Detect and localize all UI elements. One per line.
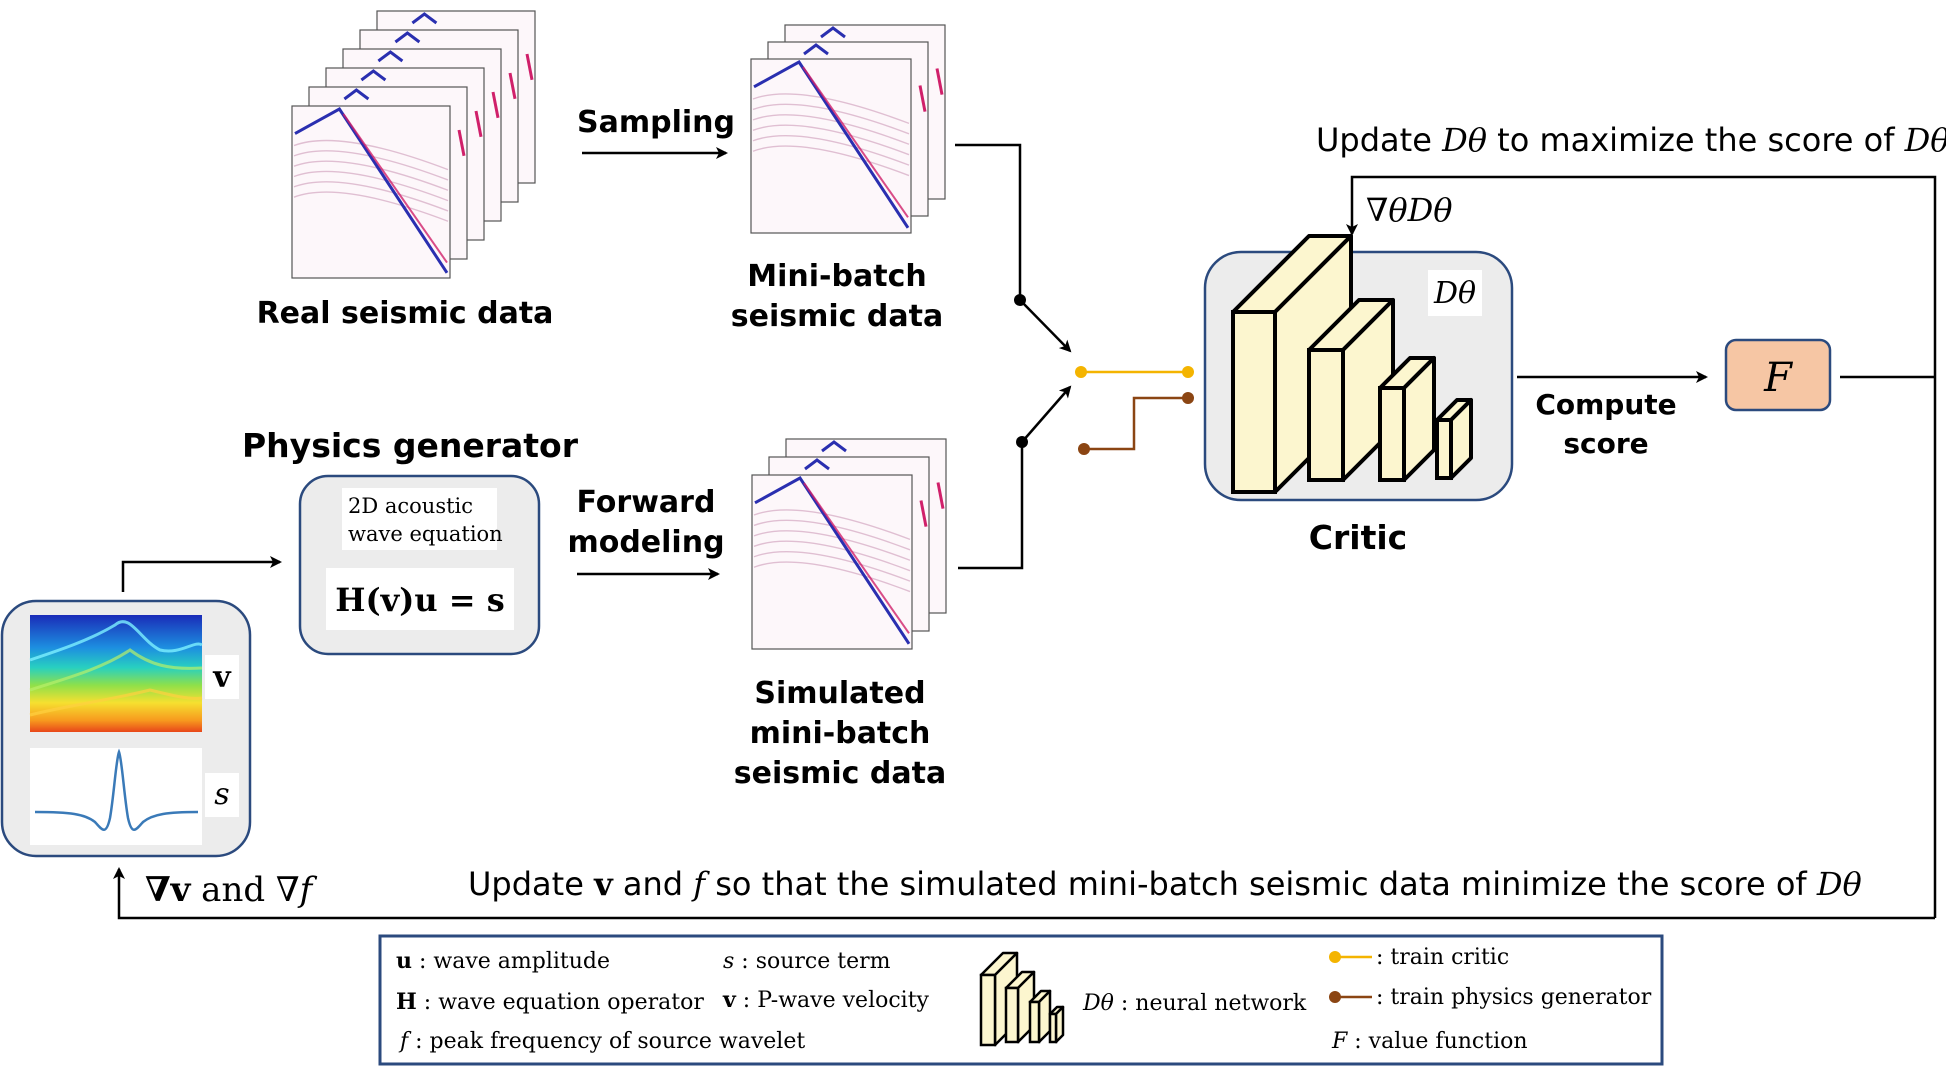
minibatch-label-1: Mini-batch <box>747 259 926 294</box>
velocity-label: v <box>212 660 232 695</box>
real-seismic-stack <box>291 10 536 279</box>
legend-v: v : P-wave velocity <box>722 987 930 1013</box>
network-layer-block <box>1378 356 1436 482</box>
network-layer-block <box>1435 398 1473 480</box>
value-function-label: F <box>1763 355 1793 401</box>
seismic-panel <box>291 105 451 279</box>
real-seismic-label: Real seismic data <box>257 296 554 331</box>
seismic-panel <box>750 58 912 234</box>
minibatch-connector <box>955 143 1022 300</box>
model-to-generator-arrow <box>121 556 282 592</box>
legend-train-critic: : train critic <box>1376 945 1509 970</box>
critic-d-theta: Dθ <box>1433 276 1476 311</box>
source-wavelet-image <box>30 748 202 845</box>
switch-arrow-bottom <box>1021 385 1072 443</box>
compute-label-1: Compute <box>1535 388 1676 421</box>
acoustic-label-2: wave equation <box>348 522 503 546</box>
physics-generator-title: Physics generator <box>242 426 579 465</box>
simulated-label-1: Simulated <box>754 676 925 711</box>
minibatch-label-2: seismic data <box>731 299 943 334</box>
legend-F: F : value function <box>1331 1029 1528 1054</box>
legend-train-generator: : train physics generator <box>1376 985 1652 1010</box>
legend-D: Dθ : neural network <box>1082 991 1307 1016</box>
compute-label-2: score <box>1563 427 1648 460</box>
critic-label: Critic <box>1309 518 1407 557</box>
switch-brown-line <box>1084 396 1188 451</box>
wave-equation: H(v)u = s <box>335 581 504 619</box>
critic-network-icon <box>1231 234 1473 494</box>
gradient-d-theta: ∇θDθ <box>1366 191 1453 229</box>
gradient-v-f: ∇v and ∇f <box>145 870 318 910</box>
network-layer-block <box>1028 989 1052 1044</box>
sampling-label: Sampling <box>577 105 735 140</box>
legend-network-icon <box>979 951 1065 1047</box>
simulated-label-2: mini-batch <box>750 716 931 751</box>
seismic-panel <box>751 474 913 650</box>
simulated-stack <box>751 438 947 650</box>
switch-brown-right <box>1182 392 1194 404</box>
legend-u: u : wave amplitude <box>396 948 610 974</box>
legend-f: f : peak frequency of source wavelet <box>398 1029 805 1054</box>
network-layer-block <box>1048 1005 1065 1044</box>
switch-yellow-right <box>1182 366 1194 378</box>
value-function-box <box>1724 338 1832 412</box>
source-label: s <box>214 777 229 812</box>
legend-H: H : wave equation operator <box>396 989 704 1015</box>
simulated-connector <box>958 442 1024 570</box>
switch-arrow-top <box>1019 299 1072 353</box>
simulated-label-3: seismic data <box>734 756 946 791</box>
velocity-model-image <box>29 615 203 732</box>
feedback-loop-top <box>1346 175 1937 918</box>
acoustic-label-1: 2D acoustic <box>348 494 473 518</box>
forward-label-2: modeling <box>567 525 724 560</box>
minibatch-stack <box>750 24 946 234</box>
feedback-loop-bottom <box>113 867 1935 920</box>
bottom-update-annotation: Update v and f so that the simulated min… <box>468 865 1862 903</box>
top-update-annotation: Update Dθ to maximize the score of Dθ <box>1316 121 1946 159</box>
legend-s: s : source term <box>723 949 891 974</box>
forward-label-1: Forward <box>577 485 716 520</box>
